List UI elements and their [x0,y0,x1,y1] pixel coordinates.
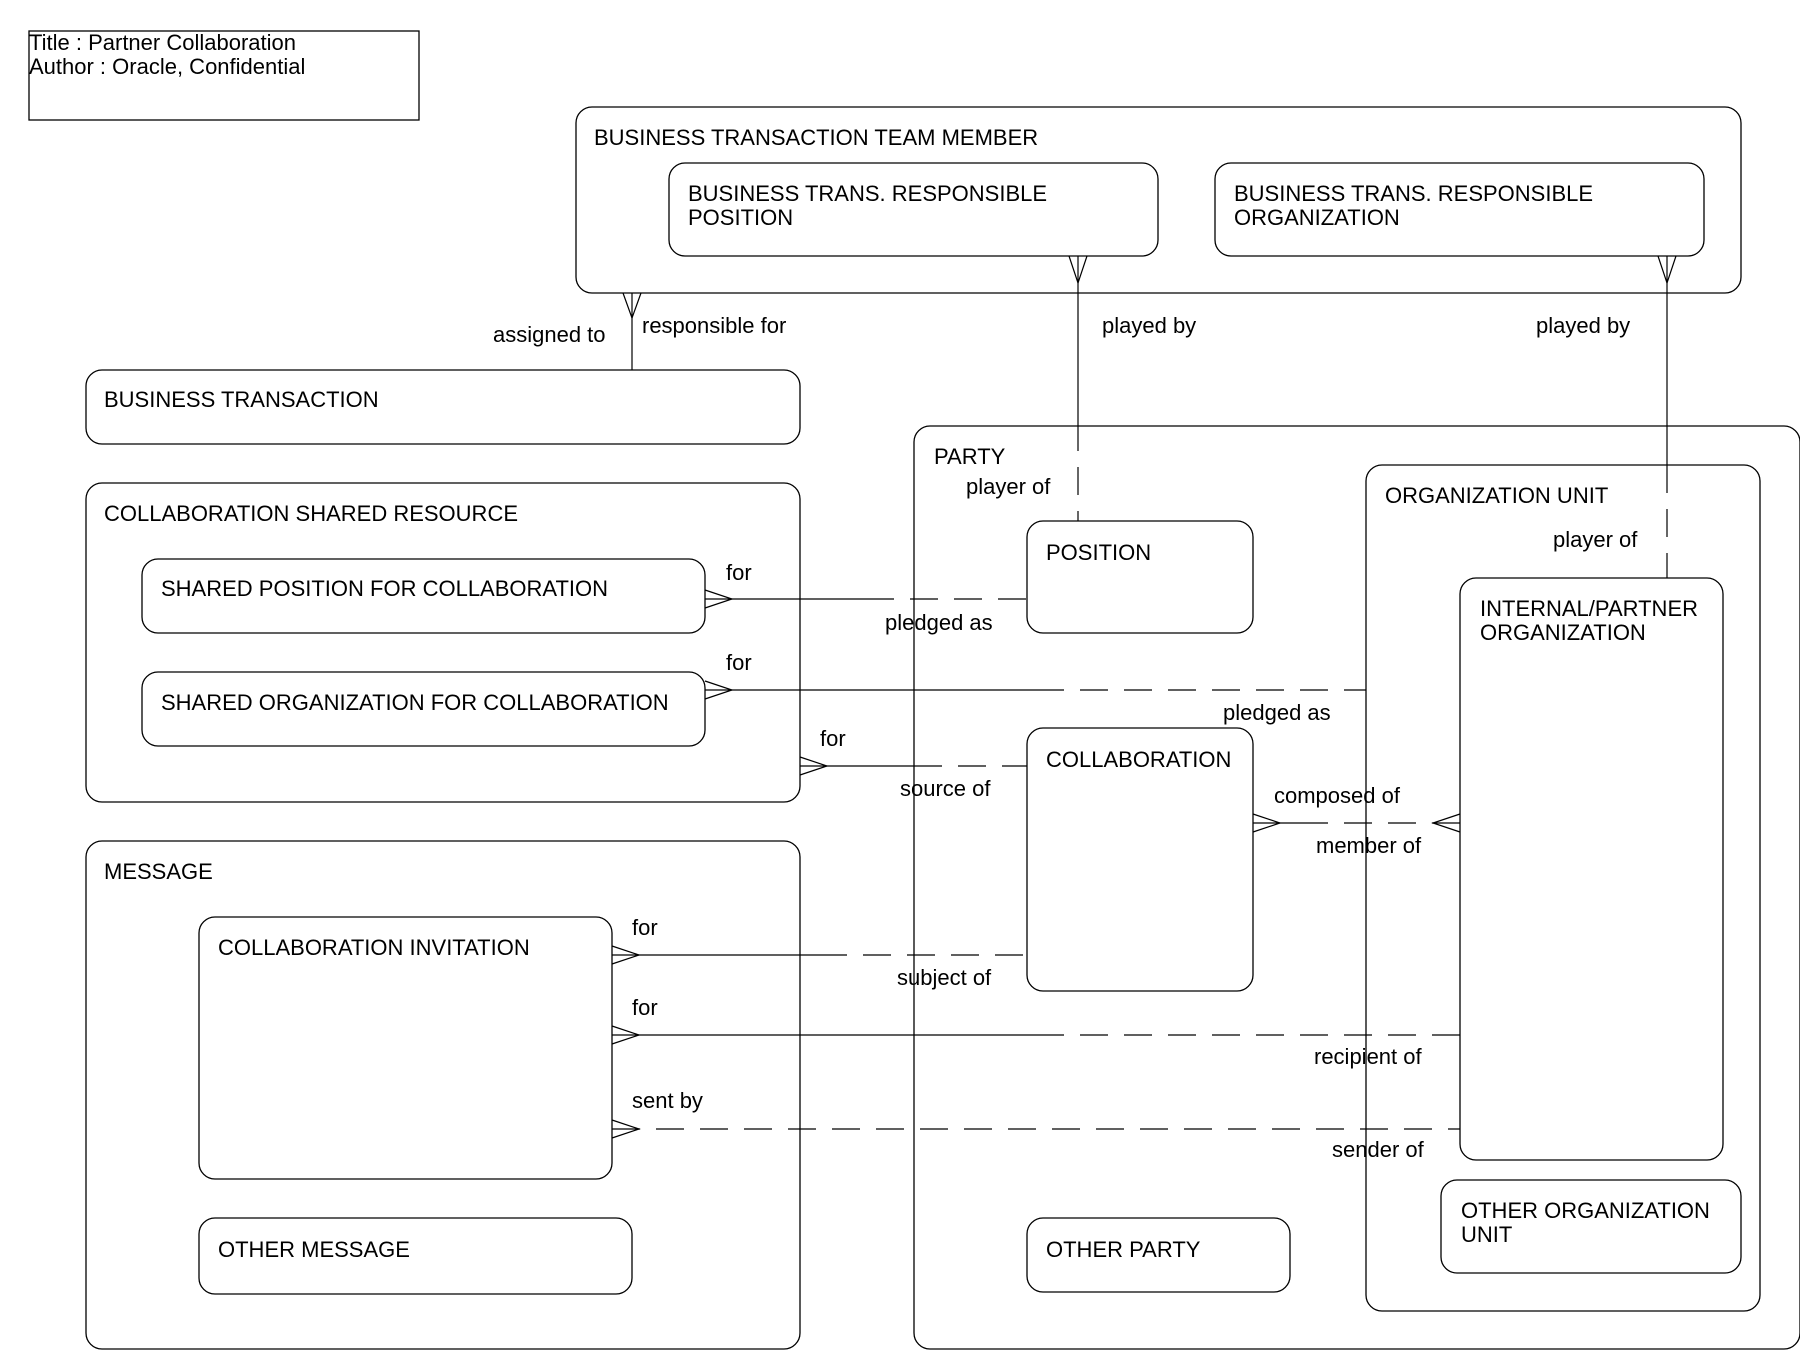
rel-invitation-recipient: for recipient of [611,995,1460,1069]
entity-bt-resp-position-label-2: POSITION [688,205,793,230]
entity-bt-resp-org[interactable]: BUSINESS TRANS. RESPONSIBLE ORGANIZATION [1214,162,1705,257]
entity-bt-resp-position-box[interactable] [668,162,1159,257]
rel-label-pledged-as-position: pledged as [885,610,993,635]
entity-shared-org-label: SHARED ORGANIZATION FOR COLLABORATION [161,690,669,715]
rel-label-for-shared-org: for [726,650,752,675]
rel-label-player-of-position: player of [966,474,1051,499]
rel-shared-resource-collaboration: for source of [799,726,1027,801]
entity-bt-resp-org-label-1: BUSINESS TRANS. RESPONSIBLE [1234,181,1593,206]
entity-shared-position-label: SHARED POSITION FOR COLLABORATION [161,576,608,601]
entity-business-transaction-box[interactable] [85,369,801,445]
title-block: Title : Partner Collaboration Author : O… [28,30,420,121]
entity-shared-position[interactable]: SHARED POSITION FOR COLLABORATION [141,558,706,634]
entity-business-transaction[interactable]: BUSINESS TRANSACTION [85,369,801,445]
rel-label-played-by-position: played by [1102,313,1196,338]
entity-collab-invitation-box[interactable] [198,916,613,1180]
rel-label-responsible-for: responsible for [642,313,786,338]
entity-party-box[interactable] [913,425,1800,1350]
entity-collaboration[interactable]: COLLABORATION [1026,727,1254,992]
rel-invitation-sender: sent by sender of [611,1088,1460,1162]
entity-bt-resp-org-label-2: ORGANIZATION [1234,205,1400,230]
rel-label-sender-of: sender of [1332,1137,1425,1162]
entity-shared-position-box[interactable] [141,558,706,634]
entity-collab-shared-resource-box[interactable] [85,482,801,803]
entity-party-label: PARTY [934,444,1006,469]
entity-org-unit[interactable]: ORGANIZATION UNIT [1365,464,1761,1312]
entity-bt-resp-org-box[interactable] [1214,162,1705,257]
entity-org-unit-box[interactable] [1365,464,1761,1312]
entity-business-transaction-label: BUSINESS TRANSACTION [104,387,379,412]
rel-label-subject-of: subject of [897,965,992,990]
entity-position[interactable]: POSITION [1026,520,1254,634]
entity-other-message-label: OTHER MESSAGE [218,1237,410,1262]
rel-shared-position-position: for pledged as [704,560,1027,635]
rel-label-played-by-org: played by [1536,313,1630,338]
entity-org-unit-label: ORGANIZATION UNIT [1385,483,1608,508]
title-block-frame [28,30,420,121]
entity-collab-shared-resource[interactable]: COLLABORATION SHARED RESOURCE [85,482,801,803]
entity-bt-resp-position[interactable]: BUSINESS TRANS. RESPONSIBLE POSITION [668,162,1159,257]
entity-other-party-box[interactable] [1026,1217,1291,1293]
entity-position-box[interactable] [1026,520,1254,634]
entity-collab-invitation-label: COLLABORATION INVITATION [218,935,530,960]
entity-message-label: MESSAGE [104,859,213,884]
rel-label-for-shared-position: for [726,560,752,585]
entity-other-org-unit-box[interactable] [1440,1179,1742,1274]
rel-label-member-of: member of [1316,833,1422,858]
rel-shared-org-org-unit: for pledged as [704,650,1366,725]
rel-label-sent-by: sent by [632,1088,703,1113]
rel-invitation-collaboration: for subject of [611,915,1027,990]
rel-label-for-invitation-collab: for [632,915,658,940]
entity-shared-org-box[interactable] [141,671,706,747]
entity-collab-invitation[interactable]: COLLABORATION INVITATION [198,916,613,1180]
rel-label-source-of: source of [900,776,991,801]
entity-other-party-label: OTHER PARTY [1046,1237,1201,1262]
rel-label-recipient-of: recipient of [1314,1044,1423,1069]
rel-collaboration-internal-org: composed of member of [1252,783,1461,858]
entity-other-message-box[interactable] [198,1217,633,1295]
entity-other-party[interactable]: OTHER PARTY [1026,1217,1291,1293]
title-block-title: Title : Partner Collaboration [29,30,296,55]
entity-message[interactable]: MESSAGE [85,840,801,1350]
rel-label-for-collab-resource: for [820,726,846,751]
entity-collab-shared-resource-label: COLLABORATION SHARED RESOURCE [104,501,518,526]
entity-party[interactable]: PARTY [913,425,1800,1350]
entity-internal-partner-org-label-1: INTERNAL/PARTNER [1480,596,1698,621]
rel-label-composed-of: composed of [1274,783,1401,808]
rel-resp-org-internal-org: played by player of [1536,255,1677,578]
rel-label-player-of-org: player of [1553,527,1638,552]
rel-team-member-business-transaction: assigned to responsible for [493,292,786,370]
entity-bt-team-member-box[interactable] [575,106,1742,294]
entity-other-org-unit[interactable]: OTHER ORGANIZATION UNIT [1440,1179,1742,1274]
rel-resp-position-position: played by player of [966,255,1196,521]
rel-label-assigned-to: assigned to [493,322,606,347]
entity-position-label: POSITION [1046,540,1151,565]
entity-other-org-unit-label-1: OTHER ORGANIZATION [1461,1198,1710,1223]
entity-other-org-unit-label-2: UNIT [1461,1222,1512,1247]
entity-bt-resp-position-label-1: BUSINESS TRANS. RESPONSIBLE [688,181,1047,206]
entity-shared-org[interactable]: SHARED ORGANIZATION FOR COLLABORATION [141,671,706,747]
entity-bt-team-member-label: BUSINESS TRANSACTION TEAM MEMBER [594,125,1038,150]
title-block-author: Author : Oracle, Confidential [29,54,305,79]
entity-collaboration-box[interactable] [1026,727,1254,992]
entity-bt-team-member[interactable]: BUSINESS TRANSACTION TEAM MEMBER [575,106,1742,294]
entity-internal-partner-org[interactable]: INTERNAL/PARTNER ORGANIZATION [1459,577,1724,1161]
entity-internal-partner-org-label-2: ORGANIZATION [1480,620,1646,645]
entity-message-box[interactable] [85,840,801,1350]
entity-collaboration-label: COLLABORATION [1046,747,1231,772]
rel-label-pledged-as-org: pledged as [1223,700,1331,725]
entity-internal-partner-org-box[interactable] [1459,577,1724,1161]
entity-other-message[interactable]: OTHER MESSAGE [198,1217,633,1295]
rel-label-for-invitation-recipient: for [632,995,658,1020]
